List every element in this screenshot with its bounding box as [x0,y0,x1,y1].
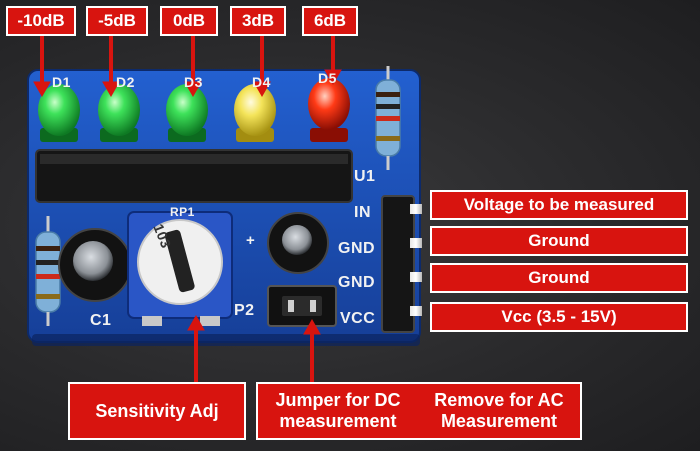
potentiometer-rp1 [127,211,233,326]
sensitivity-text: Sensitivity Adj [95,400,219,421]
jumper-line-2: Remove for AC Measurement [434,390,564,431]
header-pins [381,195,422,333]
silk-in: IN [354,204,371,221]
silk-vcc: VCC [340,310,376,327]
pin-label-ground-1: Ground [430,226,688,256]
callout-arrows [33,36,342,384]
silk-u1: U1 [354,168,376,185]
db-label-3: 3dB [230,6,286,36]
db-label-minus10: -10dB [6,6,76,36]
jumper-line-1: Jumper for DC measurement [275,390,401,431]
jumper-label: Jumper for DC measurement Remove for AC … [256,382,582,440]
silk-gnd-1: GND [338,240,376,257]
silk-rp1: RP1 [170,205,195,219]
sensitivity-label: Sensitivity Adj [68,382,246,440]
silk-gnd-2: GND [338,274,376,291]
silk-c1: C1 [90,312,112,329]
led-d2 [98,84,140,142]
capacitor-c1 [58,228,132,302]
silk-plus: + [246,232,256,249]
resistor-top-right [375,66,401,170]
silk-d3: D3 [184,74,203,90]
pin-label-input: Voltage to be measured [430,190,688,220]
led-d3 [166,84,208,142]
silk-d2: D2 [116,74,135,90]
resistor-left [35,216,61,326]
db-label-0: 0dB [160,6,218,36]
led-d4 [234,84,276,142]
silk-d4: D4 [252,74,271,90]
pin-label-vcc: Vcc (3.5 - 15V) [430,302,688,332]
capacitor-small [267,212,329,274]
jumper-p2 [267,285,337,327]
silk-p2: P2 [234,302,255,319]
led-d1 [38,84,80,142]
db-label-6: 6dB [302,6,358,36]
db-label-minus5: -5dB [86,6,148,36]
silk-d1: D1 [52,74,71,90]
pin-label-ground-2: Ground [430,263,688,293]
silk-d5: D5 [318,70,337,86]
led-d5 [308,78,350,142]
